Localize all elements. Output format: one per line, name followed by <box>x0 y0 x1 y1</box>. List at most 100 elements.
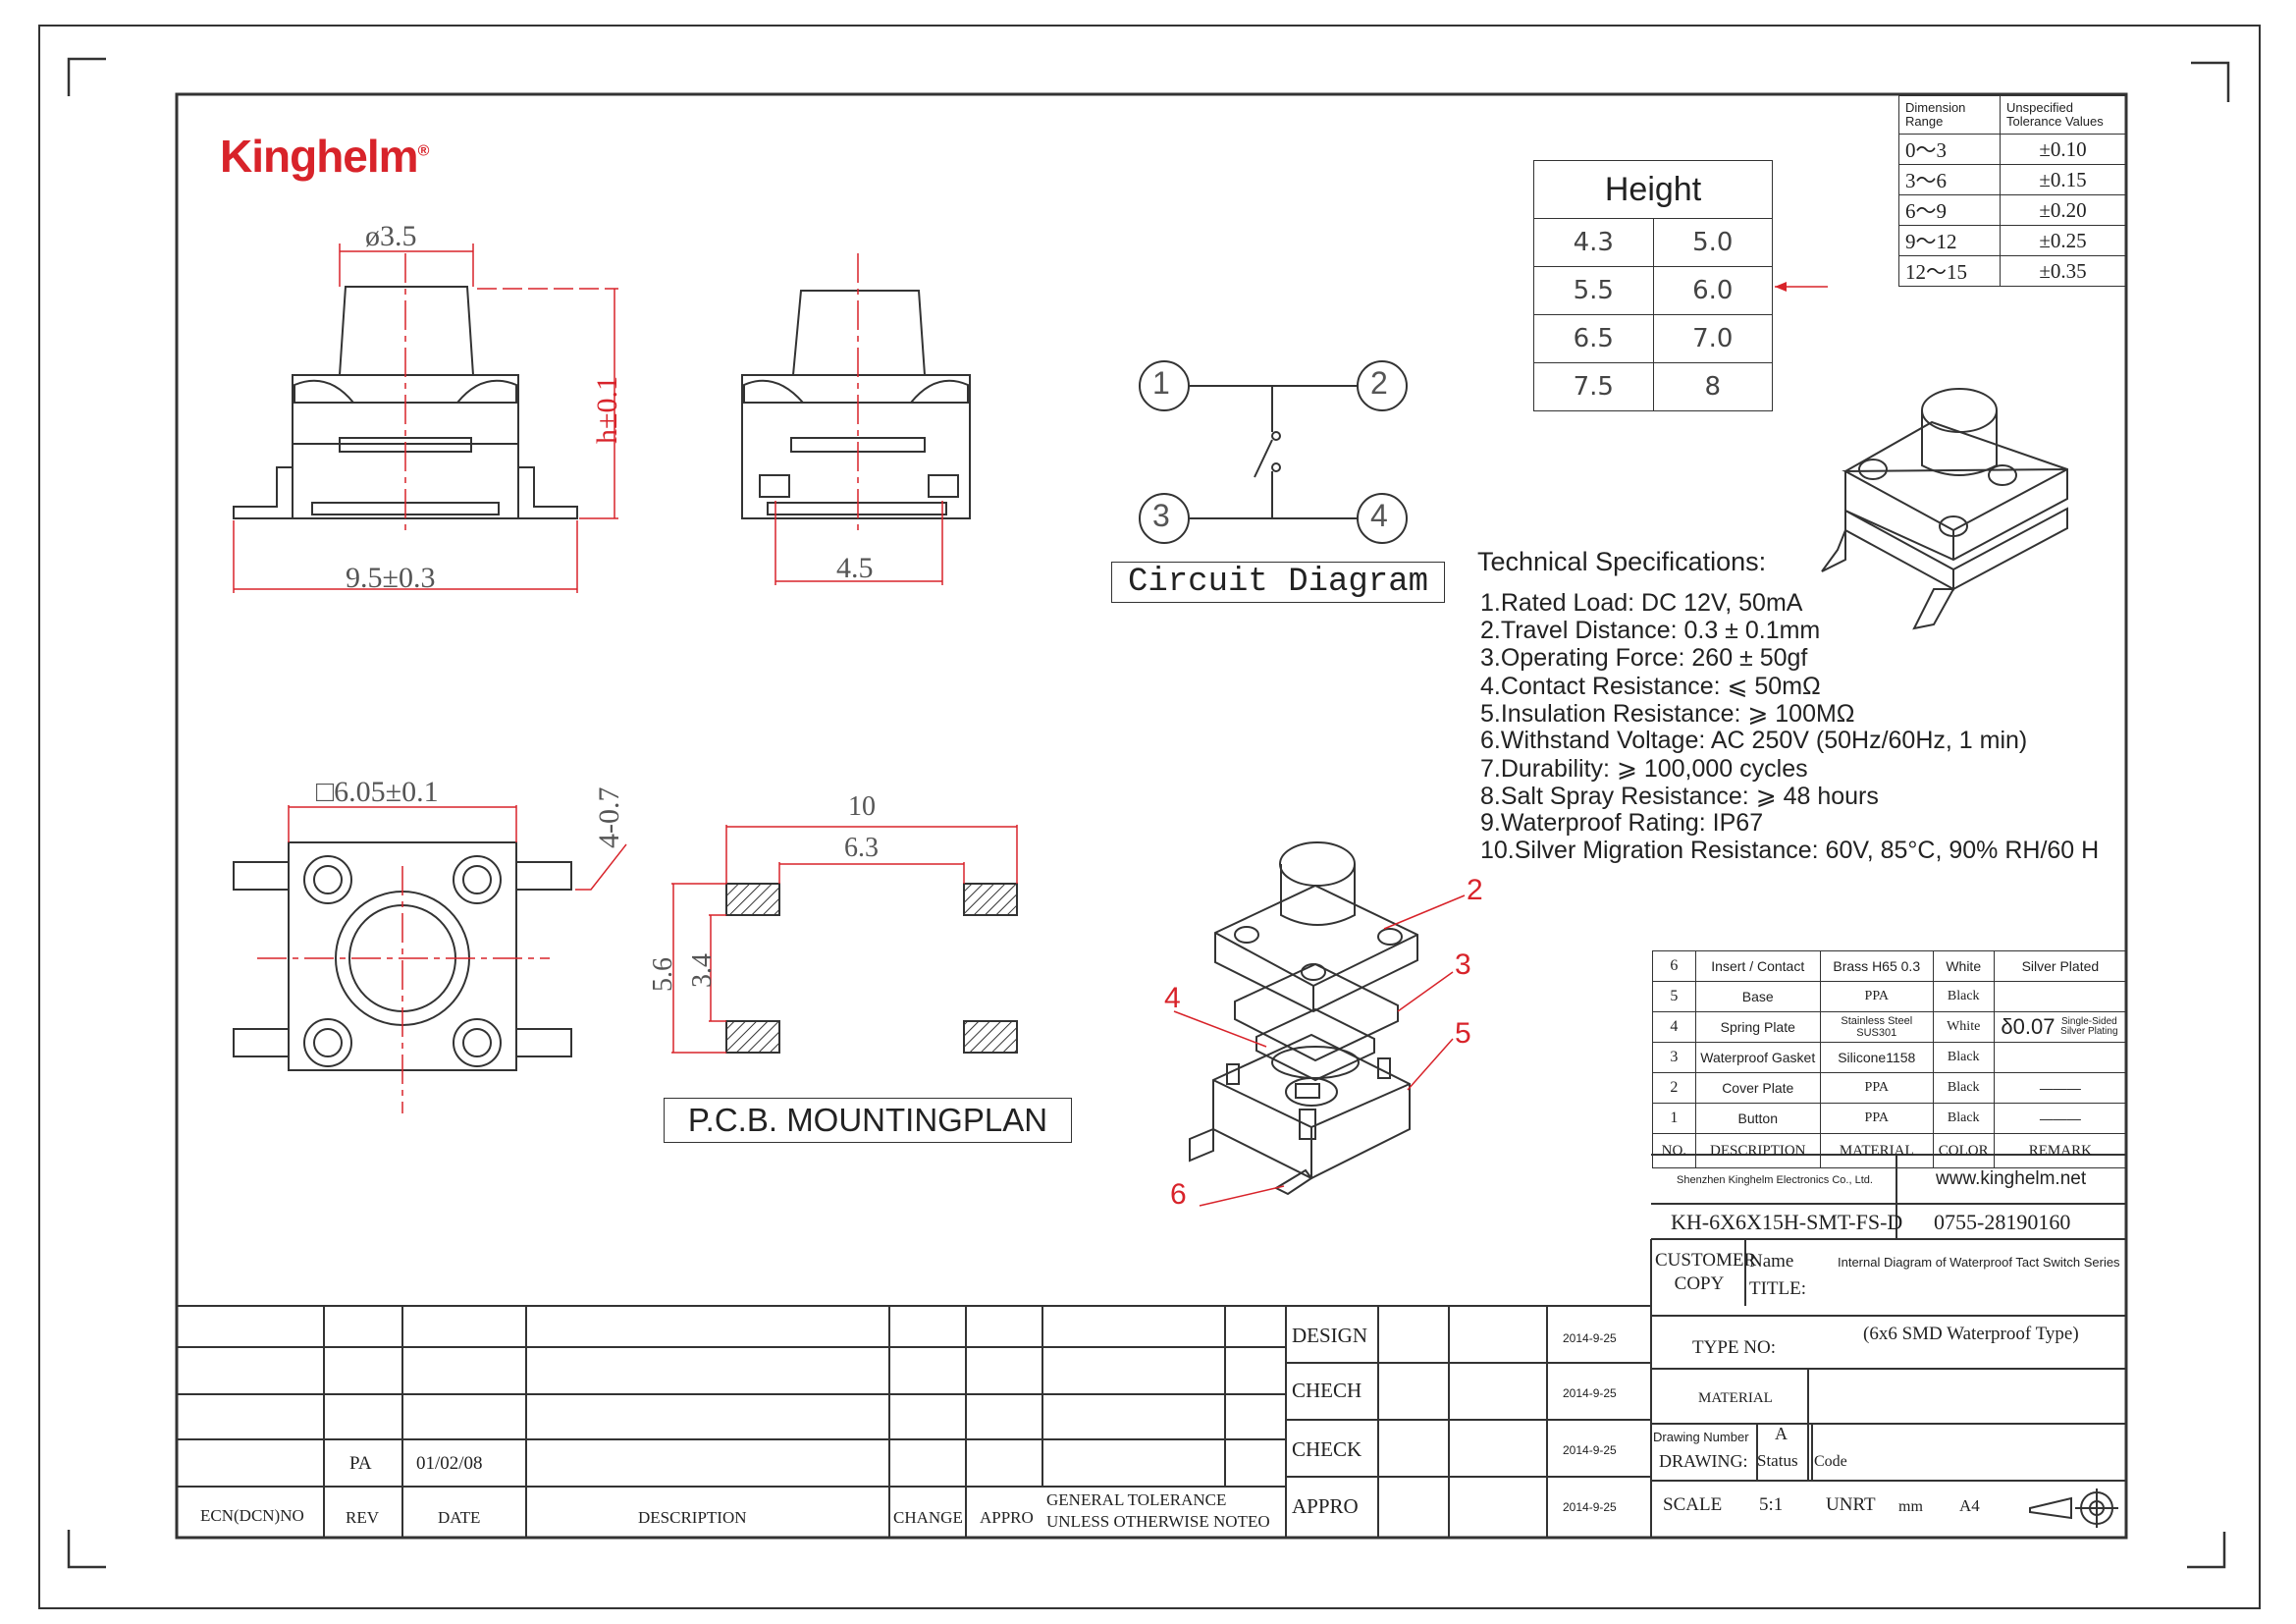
bom-mat: PPA <box>1819 981 1934 1012</box>
bom-color: White <box>1932 950 1995 982</box>
pcb-w-outer: 10 <box>848 791 876 822</box>
bom-desc: Spring Plate <box>1694 1011 1821 1043</box>
role-appro: APPRO <box>1292 1494 1359 1518</box>
exploded-label-2: 2 <box>1467 874 1483 906</box>
height-title: Height <box>1533 160 1773 219</box>
bom-desc: Base <box>1694 981 1821 1012</box>
tol-range: 6～9 <box>1898 194 2001 226</box>
side-view-front-dims <box>233 244 618 593</box>
role-design: DESIGN <box>1292 1324 1367 1347</box>
specs-title: Technical Specifications: <box>1477 547 1767 576</box>
general-tolerance: GENERAL TOLERANCE <box>1046 1490 1227 1509</box>
bom-remark: δ0.07 Single-Sided Silver Plating <box>1993 1011 2128 1043</box>
type-label: TYPE NO: <box>1692 1337 1776 1358</box>
logo-mark: ® <box>417 142 430 160</box>
bom-color: White <box>1932 1011 1995 1043</box>
header-date: DATE <box>438 1508 481 1527</box>
pcb-pads <box>725 883 1018 1054</box>
dim-hole: 4-0.7 <box>593 786 625 849</box>
bom-no: 1 <box>1652 1103 1696 1134</box>
outer-frame <box>38 25 2261 1609</box>
bom-remark <box>1993 981 2128 1012</box>
header-description: DESCRIPTION <box>638 1508 747 1527</box>
bom-desc: Waterproof Gasket <box>1694 1042 1821 1073</box>
tol-value: ±0.20 <box>2000 194 2126 226</box>
tol-value: ±0.25 <box>2000 225 2126 256</box>
date-check: 2014-9-25 <box>1563 1443 1617 1457</box>
scale-value: 5:1 <box>1759 1494 1784 1515</box>
spec-item: 1.Rated Load: DC 12V, 50mA <box>1480 589 1803 617</box>
header-ecn: ECN(DCN)NO <box>200 1506 304 1525</box>
bom-remark: Silver Plated <box>1993 950 2128 982</box>
date-appro: 2014-9-25 <box>1563 1500 1617 1514</box>
bom-remark <box>1993 1042 2128 1073</box>
tol-range: 3～6 <box>1898 164 2001 195</box>
material-label: MATERIAL <box>1698 1390 1773 1406</box>
bom-mat: PPA <box>1819 1103 1934 1134</box>
bom-color: Black <box>1932 1072 1995 1104</box>
tol-range: 0～3 <box>1898 134 2001 165</box>
rev-date-value: 01/02/08 <box>416 1453 483 1474</box>
kinghelm-logo: Kinghelm® <box>220 130 430 183</box>
bom-remark-value: δ0.07 <box>2001 1014 2056 1039</box>
bom-no: 6 <box>1652 950 1696 982</box>
exploded-label-3: 3 <box>1455 948 1471 981</box>
circuit-pin-2: 2 <box>1370 365 1388 401</box>
bom-desc: Cover Plate <box>1694 1072 1821 1104</box>
corner-marks <box>67 57 2230 1569</box>
circuit-diagram <box>1139 360 1408 544</box>
exploded-leaders <box>1173 894 1466 1207</box>
bom-header-row: NO. DESCRIPTION MATERIAL COLOR REMARK <box>1652 1133 2128 1168</box>
tol-header-values: Unspecified Tolerance Values <box>2000 95 2126 135</box>
phone: 0755-28190160 <box>1934 1210 2071 1234</box>
iso-view <box>1821 388 2068 630</box>
bom-desc: Button <box>1694 1103 1821 1134</box>
status-label: Status <box>1757 1451 1798 1470</box>
rev-value: PA <box>349 1453 372 1474</box>
bom-remark-note: Single-Sided Silver Plating <box>2060 1016 2118 1037</box>
pcb-h-outer: 5.6 <box>648 957 678 992</box>
date-chech: 2014-9-25 <box>1563 1386 1617 1400</box>
bom-desc: Insert / Contact <box>1694 950 1821 982</box>
status-value: A <box>1775 1424 1788 1443</box>
spec-item: 4.Contact Resistance: ⩽ 50mΩ <box>1480 673 1821 700</box>
pcb-dims <box>671 825 1018 1054</box>
unit-value: mm <box>1898 1498 1923 1515</box>
drawing-number-label: Drawing Number <box>1653 1430 1749 1444</box>
date-design: 2014-9-25 <box>1563 1331 1617 1345</box>
header-rev: REV <box>346 1508 379 1527</box>
drawing-label: DRAWING: <box>1659 1451 1748 1471</box>
scale-label: SCALE <box>1663 1494 1723 1515</box>
exploded-label-4: 4 <box>1164 982 1181 1014</box>
pcb-w-inner: 6.3 <box>844 833 879 863</box>
bom-mat: Silicone1158 <box>1819 1042 1934 1073</box>
projection-symbol <box>2029 1489 2118 1528</box>
height-cell: 7.0 <box>1652 314 1773 363</box>
role-check: CHECK <box>1292 1437 1362 1461</box>
exploded-label-6: 6 <box>1170 1178 1187 1211</box>
tol-range: 12～15 <box>1898 255 2001 287</box>
part-number: KH-6X6X15H-SMT-FS-D <box>1671 1210 1903 1234</box>
logo-text: Kinghelm <box>220 131 419 182</box>
type-value: (6x6 SMD Waterproof Type) <box>1863 1324 2079 1344</box>
bom-no: 5 <box>1652 981 1696 1012</box>
title-block-lines <box>177 1154 2126 1538</box>
height-cell: 6.0 <box>1652 266 1773 315</box>
bom-mat: Stainless Steel SUS301 <box>1819 1011 1934 1043</box>
bom-no: 2 <box>1652 1072 1696 1104</box>
height-cell: 4.3 <box>1533 218 1654 267</box>
bom-header: NO. <box>1652 1133 1696 1168</box>
header-change: CHANGE <box>893 1508 963 1527</box>
tol-range: 9～12 <box>1898 225 2001 256</box>
spec-item: 8.Salt Spray Resistance: ⩾ 48 hours <box>1480 783 1879 810</box>
spec-item: 10.Silver Migration Resistance: 60V, 85°… <box>1480 837 2100 864</box>
height-cell: 7.5 <box>1533 362 1654 411</box>
